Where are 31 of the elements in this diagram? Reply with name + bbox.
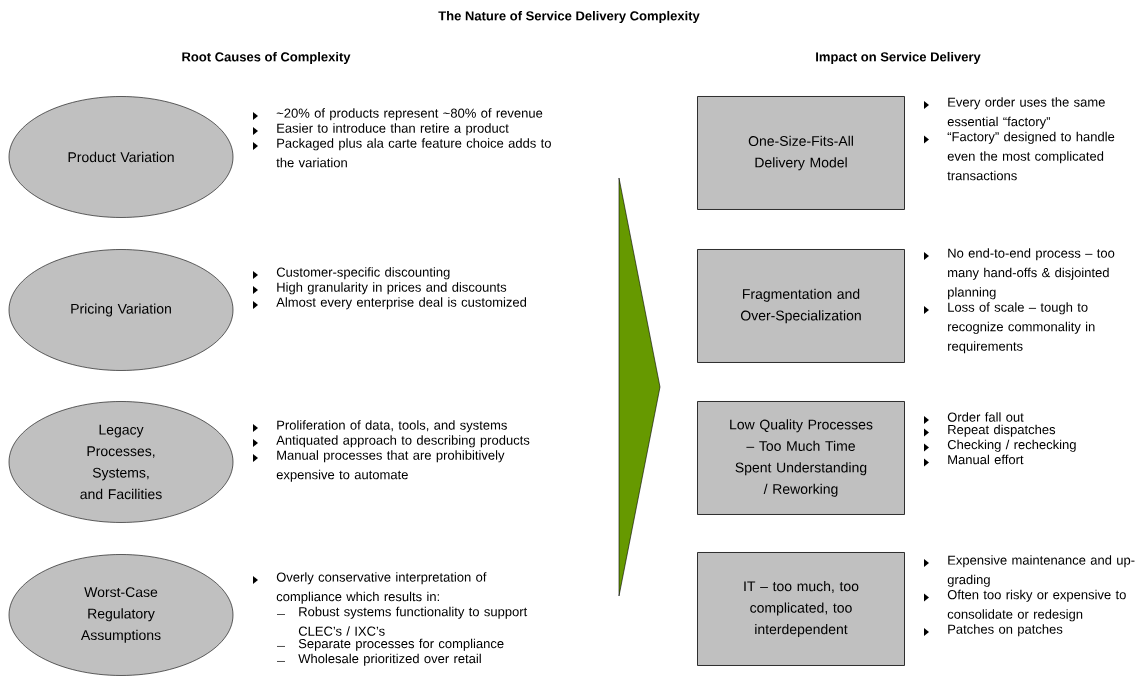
bullet-text: No end-to-end process – too many hand-offs & disjointed planning xyxy=(948,248,1115,300)
bullet-text: Customer-specific discounting xyxy=(276,267,450,280)
bullet-text: Loss of scale – tough to recognize commonality in requirements xyxy=(948,302,1095,354)
bullet-text: Order fall out xyxy=(947,412,1024,422)
impact-box: One-Size-Fits-All Delivery Model xyxy=(697,96,905,210)
column-heading: Root Causes of Complexity xyxy=(182,51,351,65)
bullet-text: Manual processes that are prohibitively expensive to automate xyxy=(276,450,505,482)
bullet-text: Patches on patches xyxy=(948,624,1063,637)
column-heading: Impact on Service Delivery xyxy=(816,51,981,65)
bullet-text: Separate processes for compliance xyxy=(298,638,504,651)
bullet-text: Every order uses the same essential “factory” xyxy=(947,97,1105,129)
bullet-text: Checking / rechecking xyxy=(947,439,1076,452)
bullet-text: Repeat dispatches xyxy=(948,424,1056,437)
bullet-text: Robust systems functionality to support CLEC’s / IXC’s xyxy=(298,606,528,636)
bullet-text: High granularity in prices and discounts xyxy=(277,282,507,295)
impact-box: Low Quality Processes – Too Much Time Spent Understanding / Reworking xyxy=(697,401,905,515)
title: The Nature of Service Delivery Complexity xyxy=(438,10,700,24)
bullet-text: “Factory” designed to handle even the most complicated transactions xyxy=(947,131,1115,181)
bullet-text: Almost every enterprise deal is customized xyxy=(276,297,527,310)
bullet-text: Easier to introduce than retire a product xyxy=(277,123,509,136)
bullet-text: ~20% of products represent ~80% of revenue xyxy=(276,108,543,121)
bullet-text: Packaged plus ala carte feature choice adds to the variation xyxy=(276,138,551,168)
bullet-text: Proliferation of data, tools, and systems xyxy=(277,420,507,433)
bullet-text: Overly conservative interpretation of compliance which results in: xyxy=(276,572,487,604)
bullet-text: Wholesale prioritized over retail xyxy=(298,653,481,666)
bullet-text: Often too risky or expensive to consolidate or redesign xyxy=(947,589,1126,622)
impact-box: Fragmentation and Over-Specialization xyxy=(697,249,905,363)
bullet-text: Expensive maintenance and up-grading xyxy=(947,555,1135,587)
bullet-text: Antiquated approach to describing products xyxy=(276,435,530,448)
bullet-text: Manual effort xyxy=(948,454,1024,465)
impact-box: IT – too much, too complicated, too interdependent xyxy=(697,552,905,666)
